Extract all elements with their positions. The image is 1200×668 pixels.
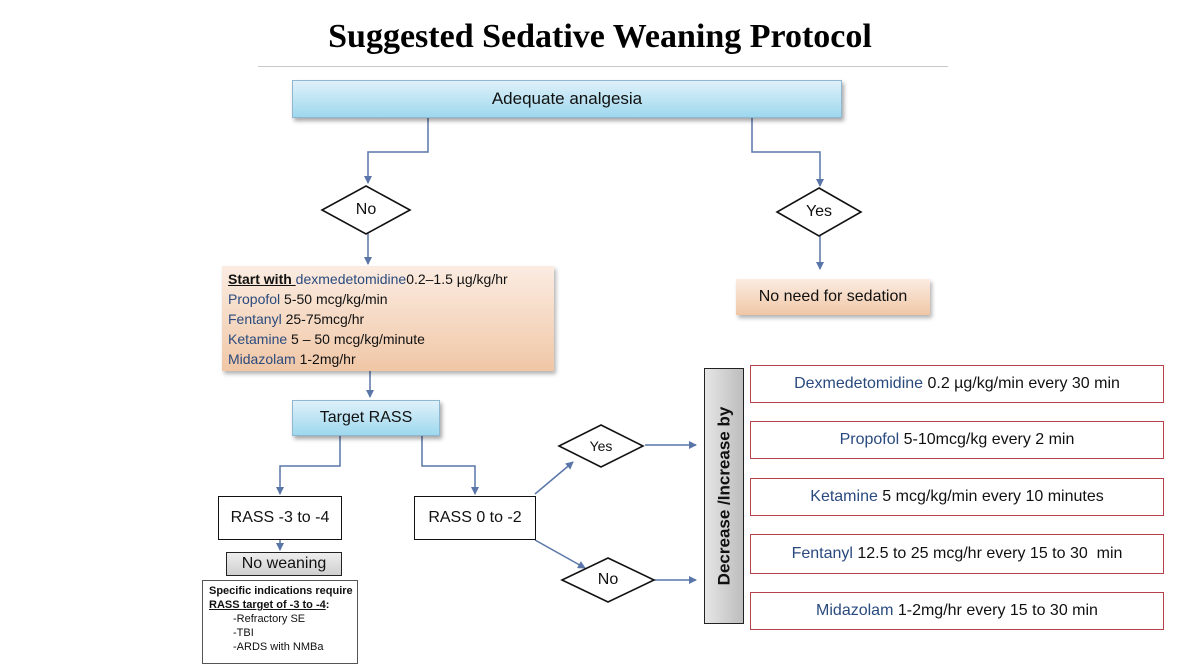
titration-dose: 0.2 µg/kg/min every 30 min (923, 375, 1120, 392)
rass-deep-label: RASS -3 to -4 (230, 509, 330, 526)
small-no-label: No (597, 571, 619, 588)
start-line-midazolam: Midazolam 1-2mg/hr (228, 349, 554, 369)
page-title: Suggested Sedative Weaning Protocol (328, 18, 872, 55)
adequate-analgesia-box: Adequate analgesia (292, 80, 842, 118)
start-drug-dose: 1-2mg/hr (295, 351, 356, 367)
titration-fentanyl: Fentanyl 12.5 to 25 mcg/hr every 15 to 3… (750, 534, 1164, 574)
no-weaning-label: No weaning (241, 555, 327, 572)
start-drug-name: Fentanyl (228, 311, 282, 327)
titration-drug: Dexmedetomidine (794, 375, 924, 392)
note-item: -ARDS with NMBa (233, 641, 324, 653)
rass-light-box: RASS 0 to -2 (414, 496, 536, 540)
decision-no-label: No (355, 201, 377, 218)
note-target-line: RASS target of -3 to -4: (209, 598, 357, 612)
start-drug-dose: 25-75mcg/hr (281, 311, 365, 327)
note-item: -Refractory SE (233, 613, 306, 625)
connector-light-yes (534, 461, 574, 495)
decision-diamond-no (320, 185, 412, 235)
start-medication-box: Start with dexmedetomidine0.2–1.5 µg/kg/… (222, 266, 554, 371)
titration-midazolam: Midazolam 1-2mg/hr every 15 to 30 min (750, 592, 1164, 630)
start-line-propofol: Propofol 5-50 mcg/kg/min (228, 289, 554, 309)
no-need-sedation-box: No need for sedation (736, 279, 930, 315)
titration-ketamine: Ketamine 5 mcg/kg/min every 10 minutes (750, 478, 1164, 516)
start-drug-name: Midazolam (228, 351, 296, 367)
titration-drug: Fentanyl (791, 545, 853, 562)
start-drug-name: dexmedetomidine (295, 271, 407, 287)
start-heading: Start with (228, 271, 296, 287)
start-line-dexmedetomidine: Start with dexmedetomidine0.2–1.5 µg/kg/… (228, 269, 554, 289)
start-drug-name: Ketamine (228, 331, 288, 347)
rass-light-label: RASS 0 to -2 (428, 509, 522, 526)
decision-diamond-small-no (560, 557, 656, 603)
no-weaning-box: No weaning (226, 552, 342, 576)
start-drug-dose: 5 – 50 mcg/kg/minute (287, 331, 425, 347)
target-rass-box: Target RASS (292, 400, 440, 436)
titration-drug: Propofol (839, 431, 900, 448)
start-line-ketamine: Ketamine 5 – 50 mcg/kg/minute (228, 329, 554, 349)
connector-target-light (421, 436, 479, 495)
decrease-increase-box: Decrease /Increase by (704, 368, 744, 624)
titration-dexmedetomidine: Dexmedetomidine 0.2 µg/kg/min every 30 m… (750, 365, 1164, 403)
decision-diamond-small-yes (557, 424, 645, 468)
note-target-colon: : (325, 599, 330, 611)
start-drug-name: Propofol (228, 291, 281, 307)
connector-analgesia-no (364, 118, 429, 184)
titration-dose: 12.5 to 25 mcg/hr every 15 to 30 min (852, 545, 1123, 562)
start-drug-dose: 0.2–1.5 µg/kg/hr (406, 271, 508, 287)
note-item: -TBI (233, 627, 254, 639)
rass-deep-box: RASS -3 to -4 (218, 496, 342, 540)
decision-yes-label: Yes (805, 203, 833, 220)
no-need-sedation-label: No need for sedation (758, 288, 908, 305)
small-yes-label: Yes (589, 438, 613, 454)
connector-target-deep (276, 436, 341, 495)
target-rass-label: Target RASS (319, 409, 413, 426)
titration-propofol: Propofol 5-10mcg/kg every 2 min (750, 421, 1164, 459)
titration-drug: Ketamine (810, 488, 878, 505)
title-divider (258, 66, 948, 67)
connector-light-no (534, 539, 586, 569)
specific-indications-note: Specific indications require RASS target… (202, 580, 358, 664)
connector-analgesia-yes (751, 118, 824, 187)
titration-dose: 1-2mg/hr every 15 to 30 min (893, 602, 1098, 619)
titration-dose: 5-10mcg/kg every 2 min (899, 431, 1075, 448)
decrease-increase-label: Decrease /Increase by (714, 406, 733, 586)
titration-drug: Midazolam (816, 602, 894, 619)
adequate-analgesia-label: Adequate analgesia (491, 89, 643, 108)
note-target: RASS target of -3 to -4 (209, 599, 326, 611)
note-heading: Specific indications require (209, 585, 353, 597)
titration-dose: 5 mcg/kg/min every 10 minutes (877, 488, 1104, 505)
start-line-fentanyl: Fentanyl 25-75mcg/hr (228, 309, 554, 329)
decision-diamond-yes (775, 187, 863, 237)
start-drug-dose: 5-50 mcg/kg/min (280, 291, 388, 307)
